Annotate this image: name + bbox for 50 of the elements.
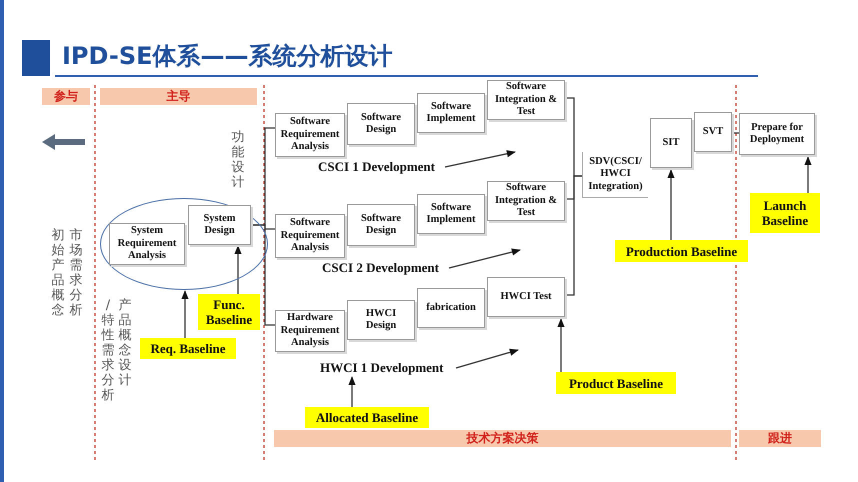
arrow	[557, 318, 565, 372]
stage-label: HWCI 1 Development	[320, 360, 444, 376]
process-box: Software Implement	[417, 93, 485, 133]
phase-band: 参与	[42, 88, 90, 105]
process-box: Software Implement	[417, 194, 485, 234]
phase-band: 跟进	[739, 430, 821, 447]
baseline-tag: Func. Baseline	[198, 294, 260, 330]
process-box: SIT	[650, 118, 692, 168]
arrow	[181, 290, 189, 338]
process-box: System Design	[188, 205, 251, 245]
arrow	[348, 376, 356, 407]
process-box: Software Requirement Analysis	[275, 214, 345, 258]
vertical-text: 产品概念设计	[118, 298, 132, 388]
arrow	[234, 245, 242, 294]
process-box: Prepare for Deployment	[739, 113, 815, 155]
vertical-text: 市场需求分析	[68, 228, 84, 318]
baseline-tag: Allocated Baseline	[305, 407, 429, 428]
vertical-text: 功能设计	[230, 130, 246, 190]
process-box: Software Integration & Test	[487, 181, 565, 221]
phase-band: 主导	[100, 88, 257, 105]
arrow	[444, 150, 516, 168]
baseline-tag: Launch Baseline	[750, 193, 820, 233]
title-text: IPD-SE体系——系统分析设计	[62, 41, 393, 72]
stage-label: SDV(CSCI/ HWCI Integration)	[582, 152, 648, 198]
connector-line	[732, 132, 739, 134]
process-box: fabrication	[417, 288, 485, 328]
arrow	[804, 156, 812, 193]
process-box: HWCI Test	[487, 277, 565, 317]
connector-line	[250, 224, 275, 326]
baseline-tag: Production Baseline	[615, 240, 748, 262]
process-box: Software Design	[347, 204, 415, 246]
connector-line	[565, 175, 582, 296]
arrow	[456, 348, 519, 369]
arrow	[667, 169, 675, 240]
vertical-text: /特性需求分析	[100, 298, 116, 403]
process-box: Hardware Requirement Analysis	[275, 310, 345, 352]
process-box: SVT	[694, 112, 732, 152]
vertical-text: 初始产品概念	[50, 228, 66, 318]
process-box: Software Design	[347, 103, 415, 145]
process-box: Software Requirement Analysis	[275, 113, 345, 157]
arrow	[448, 248, 521, 269]
process-box: System Requirement Analysis	[109, 223, 185, 265]
process-box: Software Integration & Test	[487, 80, 565, 120]
process-box: HWCI Design	[347, 300, 415, 340]
baseline-tag: Req. Baseline	[140, 338, 236, 359]
phase-band: 技术方案决策	[274, 430, 731, 447]
stage-label: CSCI 2 Development	[322, 260, 439, 276]
ellipse-outline	[100, 198, 268, 290]
baseline-tag: Product Baseline	[556, 372, 676, 394]
stage-label: CSCI 1 Development	[318, 159, 435, 175]
